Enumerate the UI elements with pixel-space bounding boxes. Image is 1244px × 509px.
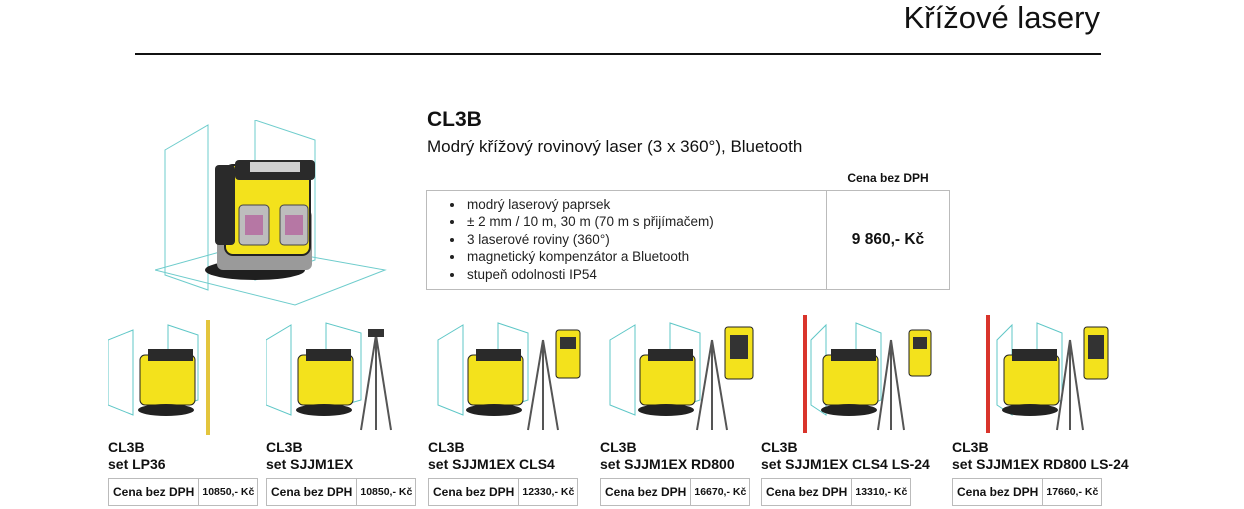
feature-item: 3 laserové roviny (360°) <box>465 231 826 248</box>
set-price-value: 16670,- Kč <box>694 486 747 498</box>
product-subtitle: Modrý křížový rovinový laser (3 x 360°),… <box>427 137 803 156</box>
set-price-value: 10850,- Kč <box>202 486 255 498</box>
page-title: Křížové lasery <box>903 0 1100 35</box>
set-price-label: Cena bez DPH <box>109 479 200 505</box>
set-price-row: Cena bez DPH 13310,- Kč <box>761 478 912 506</box>
set-price-row: Cena bez DPH 17660,- Kč <box>952 478 1103 506</box>
set-price-value: 17660,- Kč <box>1046 486 1099 498</box>
cl3b-laser-image <box>155 120 387 306</box>
feature-item: ± 2 mm / 10 m, 30 m (70 m s přijímačem) <box>465 213 826 230</box>
set-price-label: Cena bez DPH <box>762 479 853 505</box>
product-name: CL3B <box>427 108 482 131</box>
set-price-row: Cena bez DPH 10850,- Kč <box>108 478 259 506</box>
set-price-label: Cena bez DPH <box>953 479 1044 505</box>
price-header: Cena bez DPH <box>847 171 929 185</box>
set-sjjm1ex-image <box>266 322 392 431</box>
set-price-label: Cena bez DPH <box>601 479 692 505</box>
set-sjjm1ex-rd800-image <box>609 322 754 431</box>
product-price: 9 860,- Kč <box>851 231 925 248</box>
feature-item: magnetický kompenzátor a Bluetooth <box>465 248 826 265</box>
set-price-value: 13310,- Kč <box>855 486 908 498</box>
set-price-label: Cena bez DPH <box>429 479 520 505</box>
set-price-row: Cena bez DPH 12330,- Kč <box>428 478 579 506</box>
set-sjjm1ex-cls4-ls24-image <box>803 315 932 433</box>
spec-table: modrý laserový paprsek ± 2 mm / 10 m, 30… <box>426 190 950 290</box>
feature-item: modrý laserový paprsek <box>465 196 826 213</box>
set-price-value: 10850,- Kč <box>360 486 413 498</box>
set-price-row: Cena bez DPH 10850,- Kč <box>266 478 417 506</box>
set-sjjm1ex-cls4-image <box>437 322 581 431</box>
set-price-value: 12330,- Kč <box>522 486 575 498</box>
set-sjjm1ex-rd800-ls24-image <box>986 315 1109 433</box>
title-divider <box>135 53 1101 55</box>
set-lp36-image <box>108 320 210 435</box>
feature-item: stupeň odolnosti IP54 <box>465 266 826 283</box>
set-price-label: Cena bez DPH <box>267 479 358 505</box>
set-price-row: Cena bez DPH 16670,- Kč <box>600 478 751 506</box>
feature-list: modrý laserový paprsek ± 2 mm / 10 m, 30… <box>427 191 827 289</box>
